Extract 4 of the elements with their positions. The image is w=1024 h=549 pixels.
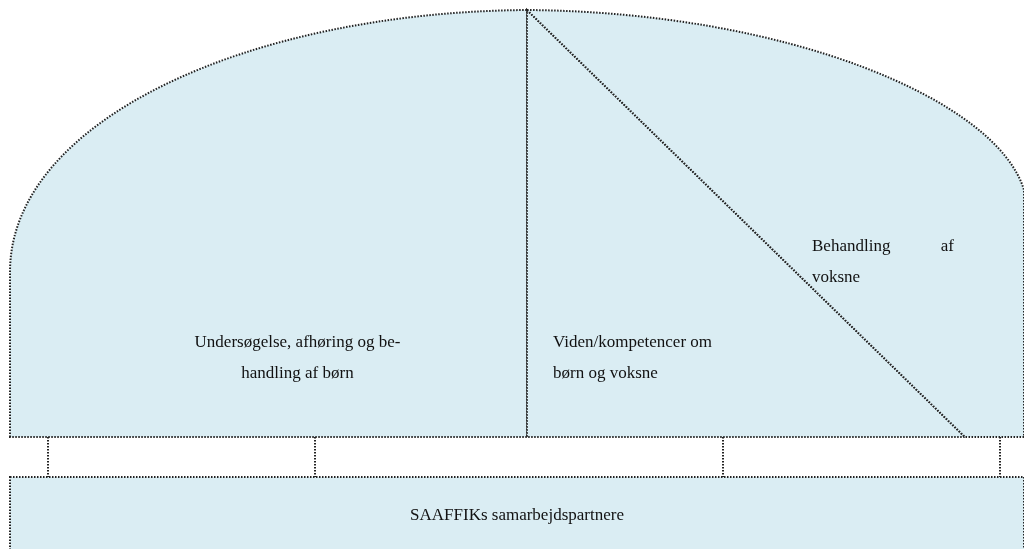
section-label: Viden/kompetencer om børn og voksne [553, 331, 713, 384]
section-label: Undersøgelse, afhøring og be- handling af børn [193, 331, 402, 384]
section-label: Behandling af voksne [812, 235, 954, 288]
section-label: SAAFFIKs samarbejdspartnere [409, 504, 625, 526]
